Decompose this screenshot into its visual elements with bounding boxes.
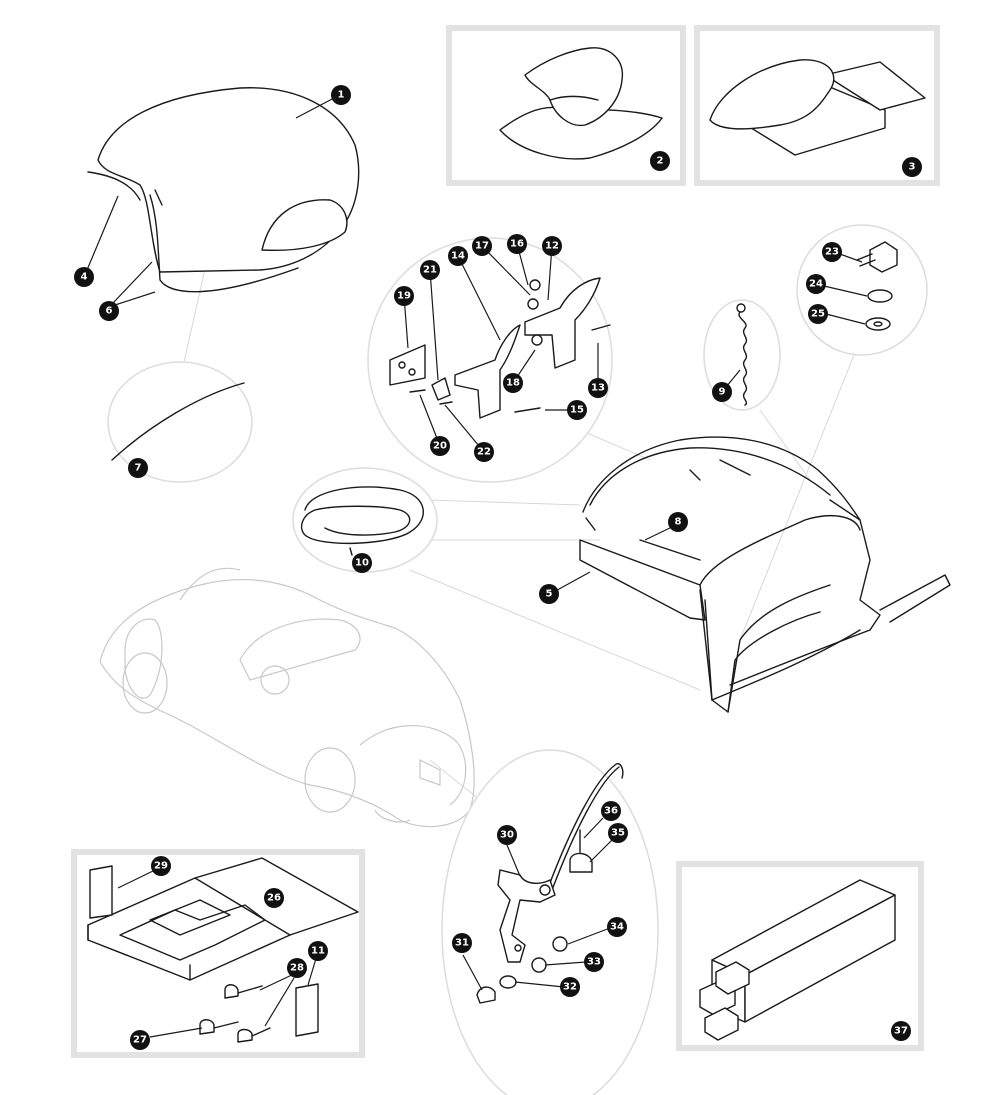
panel-part-37 bbox=[676, 861, 924, 1051]
halo-stay-hardware bbox=[441, 749, 659, 1095]
svg-text:11: 11 bbox=[311, 946, 325, 957]
svg-text:18: 18 bbox=[506, 378, 520, 389]
callout-30: 30 bbox=[497, 825, 517, 845]
svg-text:37: 37 bbox=[894, 1026, 908, 1037]
callout-4: 4 bbox=[74, 267, 94, 287]
callout-21: 21 bbox=[420, 260, 440, 280]
svg-text:7: 7 bbox=[135, 463, 142, 474]
svg-text:12: 12 bbox=[545, 241, 559, 252]
bolt-washers-illustration bbox=[856, 241, 898, 331]
callout-27: 27 bbox=[130, 1030, 150, 1050]
callout-16: 16 bbox=[507, 234, 527, 254]
svg-text:8: 8 bbox=[675, 517, 682, 528]
callout-22: 22 bbox=[474, 442, 494, 462]
seal-coil-illustration bbox=[300, 486, 424, 556]
svg-text:3: 3 bbox=[909, 162, 916, 173]
callout-6: 6 bbox=[99, 301, 119, 321]
callout-24: 24 bbox=[806, 274, 826, 294]
stay-leaders bbox=[462, 817, 613, 991]
tonneau-cover-illustration bbox=[499, 47, 663, 160]
hardware-leaders bbox=[403, 243, 599, 453]
soft-top-illustration bbox=[87, 87, 360, 293]
svg-text:24: 24 bbox=[809, 279, 823, 290]
callout-35: 35 bbox=[608, 823, 628, 843]
callout-11: 11 bbox=[308, 941, 328, 961]
panel-part-26 bbox=[71, 849, 365, 1058]
callout-8: 8 bbox=[668, 512, 688, 532]
callout-5: 5 bbox=[539, 584, 559, 604]
callout-9: 9 bbox=[712, 382, 732, 402]
svg-text:10: 10 bbox=[355, 558, 369, 569]
svg-text:1: 1 bbox=[338, 90, 345, 101]
boxed-cover-illustration bbox=[709, 59, 926, 156]
svg-text:29: 29 bbox=[154, 861, 168, 872]
svg-text:20: 20 bbox=[433, 441, 447, 452]
callout-10: 10 bbox=[352, 553, 372, 573]
callout-17: 17 bbox=[472, 236, 492, 256]
callout-28: 28 bbox=[287, 958, 307, 978]
callout-13: 13 bbox=[588, 378, 608, 398]
callout-18: 18 bbox=[503, 373, 523, 393]
svg-text:19: 19 bbox=[397, 291, 411, 302]
car-outline-illustration bbox=[99, 567, 475, 828]
catch-hardware-illustration bbox=[389, 277, 611, 419]
callout-31: 31 bbox=[452, 933, 472, 953]
svg-text:33: 33 bbox=[587, 957, 601, 968]
hardware-kit-illustration bbox=[87, 857, 359, 1043]
callout-26: 26 bbox=[264, 888, 284, 908]
hood-frame-illustration bbox=[579, 436, 951, 713]
spring-illustration bbox=[736, 303, 748, 406]
svg-text:34: 34 bbox=[610, 922, 624, 933]
callout-32: 32 bbox=[560, 977, 580, 997]
svg-text:4: 4 bbox=[81, 272, 88, 283]
callout-20: 20 bbox=[430, 436, 450, 456]
panel-part-3 bbox=[694, 25, 940, 186]
callout-7: 7 bbox=[128, 458, 148, 478]
svg-text:6: 6 bbox=[106, 306, 113, 317]
svg-text:2: 2 bbox=[657, 156, 664, 167]
panel-part-2 bbox=[446, 25, 686, 186]
svg-text:21: 21 bbox=[423, 265, 437, 276]
svg-text:16: 16 bbox=[510, 239, 524, 250]
callout-25: 25 bbox=[808, 304, 828, 324]
callout-36: 36 bbox=[601, 801, 621, 821]
svg-text:17: 17 bbox=[475, 241, 489, 252]
guide-lines bbox=[179, 179, 861, 801]
stay-hardware-illustration bbox=[476, 763, 624, 1004]
timber-kit-illustration bbox=[699, 879, 896, 1041]
svg-text:14: 14 bbox=[451, 251, 465, 262]
callout-23: 23 bbox=[822, 242, 842, 262]
svg-text:26: 26 bbox=[267, 893, 281, 904]
svg-text:13: 13 bbox=[591, 383, 605, 394]
svg-text:28: 28 bbox=[290, 963, 304, 974]
svg-text:15: 15 bbox=[570, 405, 584, 416]
svg-text:22: 22 bbox=[477, 447, 491, 458]
callout-14: 14 bbox=[448, 246, 468, 266]
svg-text:36: 36 bbox=[604, 806, 618, 817]
svg-text:23: 23 bbox=[825, 247, 839, 258]
callout-29: 29 bbox=[151, 856, 171, 876]
callout-34: 34 bbox=[607, 917, 627, 937]
callout-37: 37 bbox=[891, 1021, 911, 1041]
callout-2: 2 bbox=[650, 151, 670, 171]
svg-text:27: 27 bbox=[133, 1035, 147, 1046]
callout-19: 19 bbox=[394, 286, 414, 306]
trim-strip-illustration bbox=[111, 382, 245, 461]
callout-1: 1 bbox=[331, 85, 351, 105]
callout-15: 15 bbox=[567, 400, 587, 420]
svg-text:35: 35 bbox=[611, 828, 625, 839]
svg-text:25: 25 bbox=[811, 309, 825, 320]
callout-12: 12 bbox=[542, 236, 562, 256]
svg-text:32: 32 bbox=[563, 982, 577, 993]
svg-text:9: 9 bbox=[719, 387, 726, 398]
halo-catch-hardware bbox=[367, 237, 613, 483]
svg-text:5: 5 bbox=[546, 589, 553, 600]
svg-text:30: 30 bbox=[500, 830, 514, 841]
callout-3: 3 bbox=[902, 157, 922, 177]
svg-text:31: 31 bbox=[455, 938, 469, 949]
callout-33: 33 bbox=[584, 952, 604, 972]
